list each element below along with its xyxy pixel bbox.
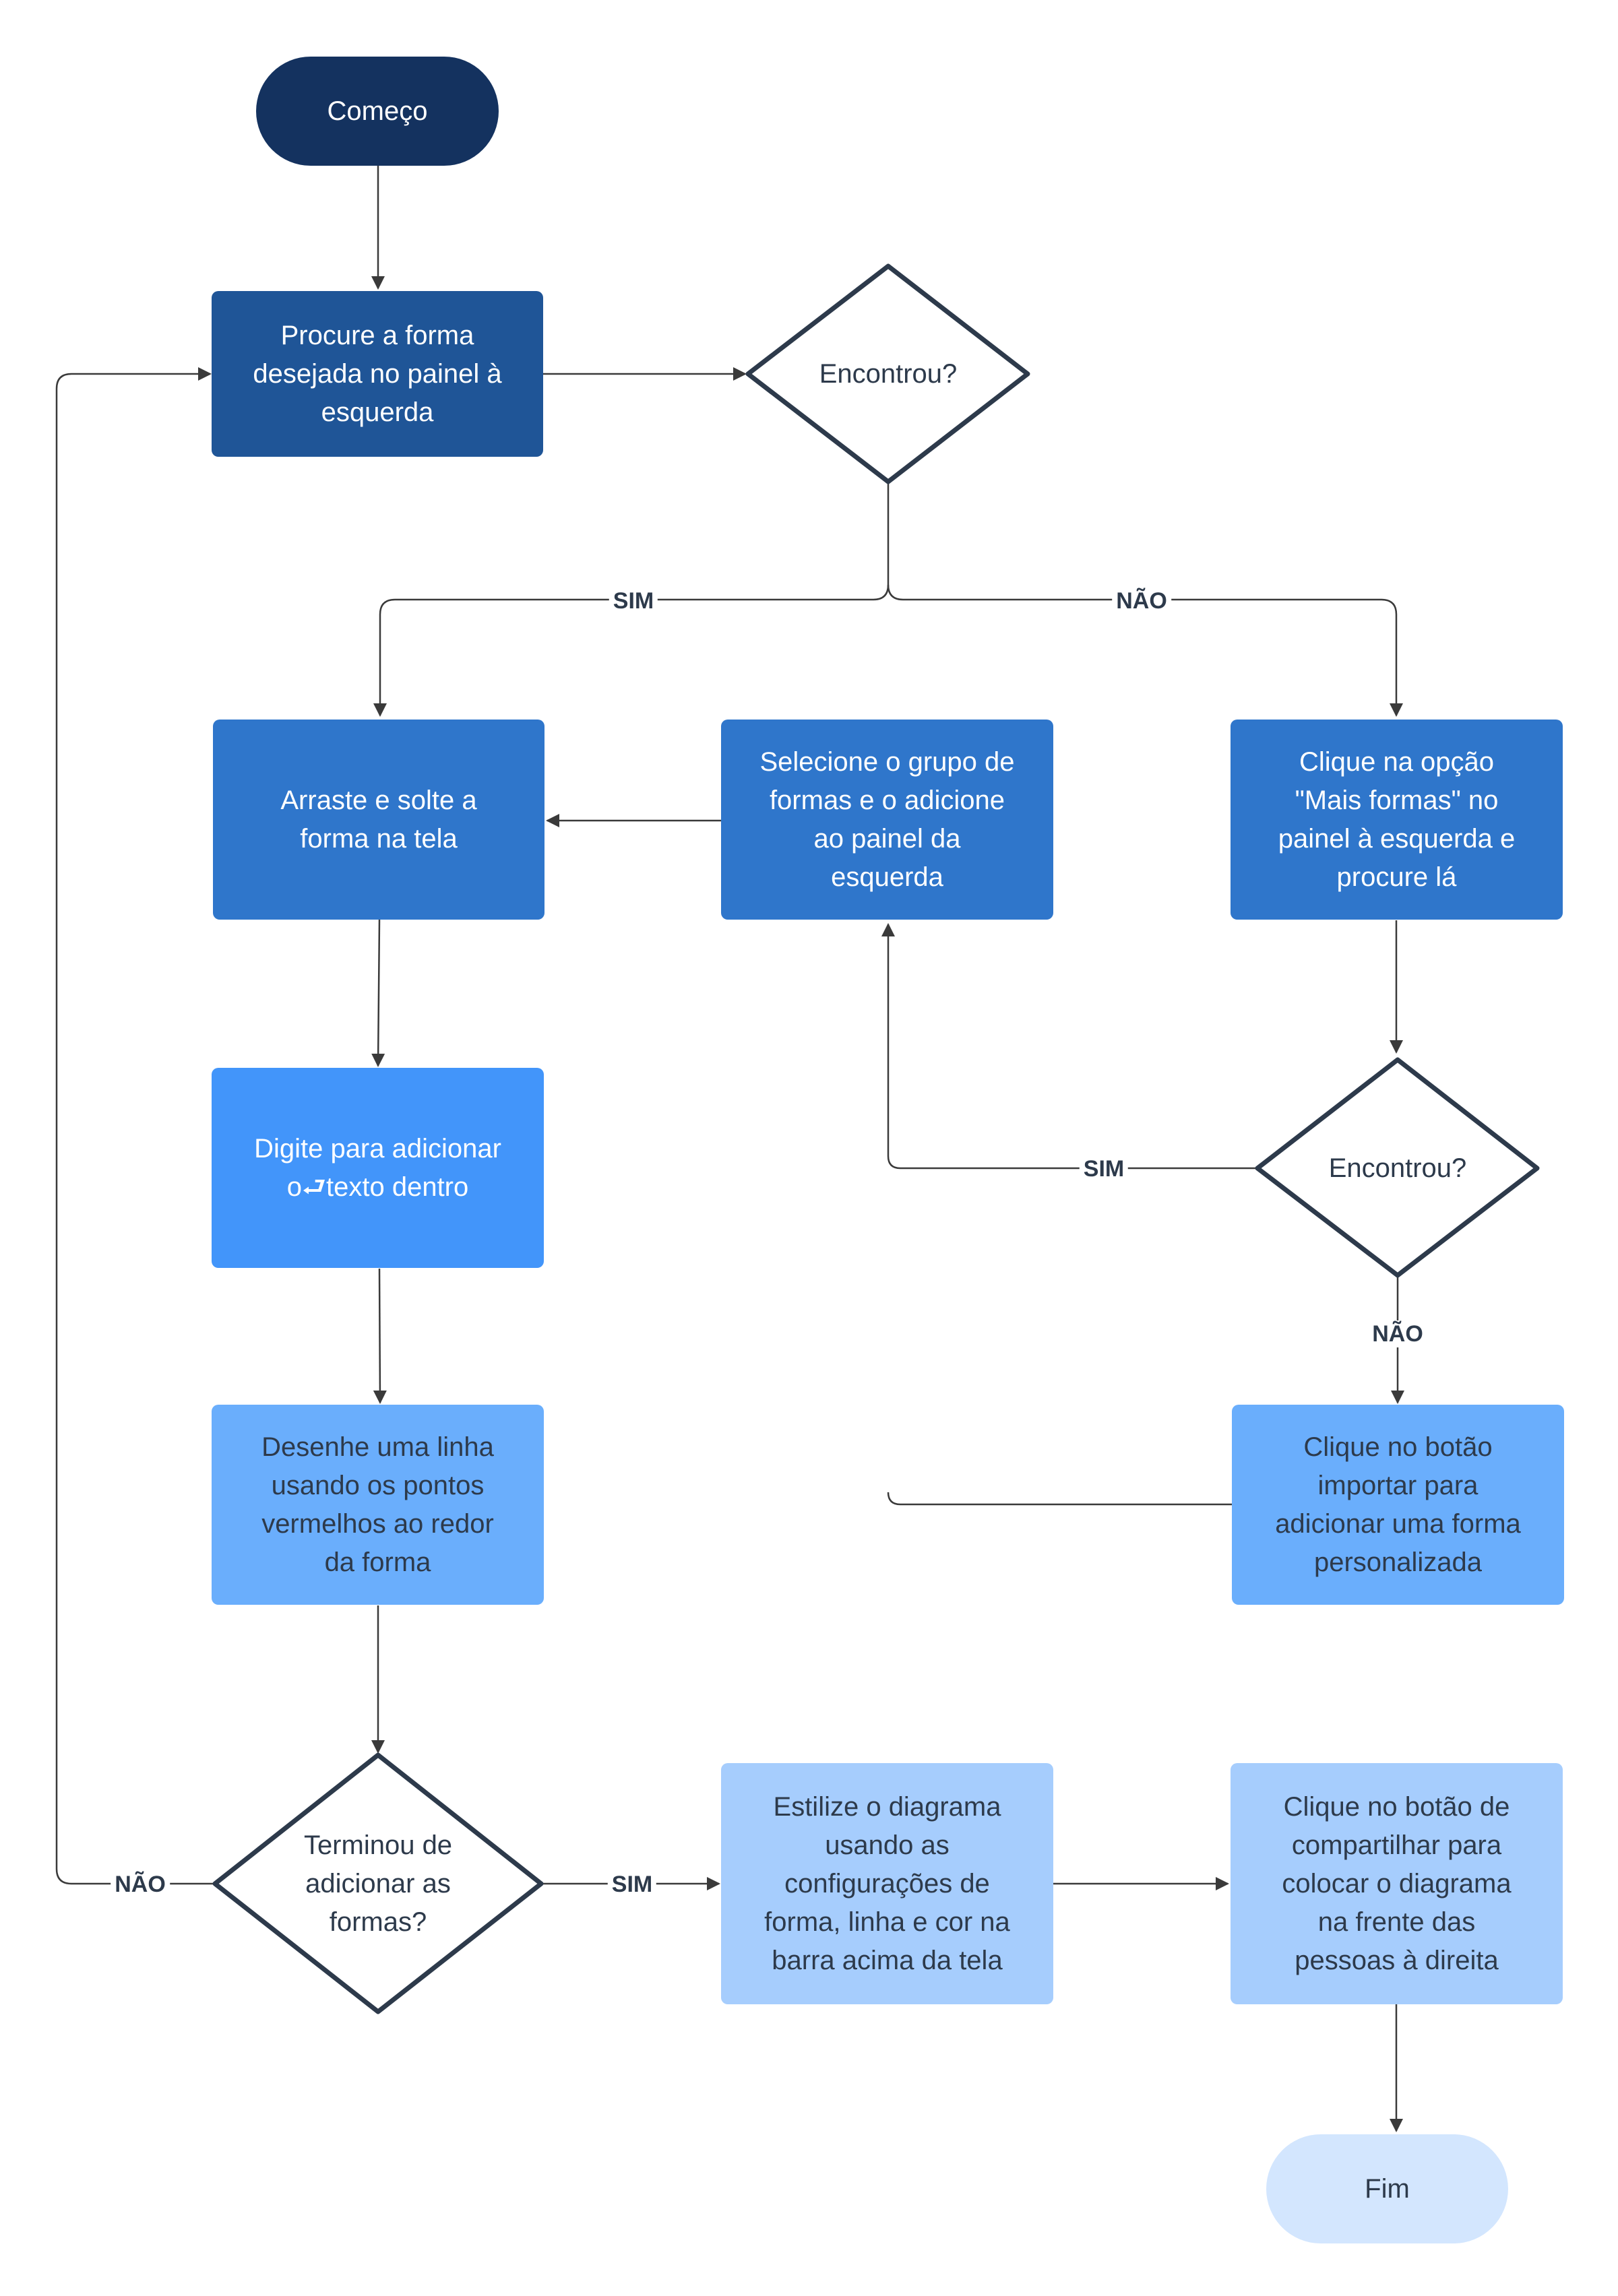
drag-drop-step: Arraste e solte a forma na tela (213, 720, 544, 920)
edge-label-found2-no: NÃO (1368, 1320, 1427, 1347)
style-diagram-step: Estilize o diagrama usando as configuraç… (721, 1763, 1053, 2004)
end-terminal: Fim (1266, 2134, 1508, 2243)
edge-label-found2-yes: SIM (1079, 1155, 1129, 1182)
select-group-step: Selecione o grupo de formas e o adicione… (721, 720, 1053, 920)
edge-label-found1-no: NÃO (1112, 587, 1171, 614)
edge-label-finished-yes: SIM (607, 1871, 657, 1898)
decision-diamond-finished (212, 1752, 544, 2014)
edge-label-finished-no: NÃO (111, 1871, 170, 1898)
more-shapes-step: Clique na opção "Mais formas" no painel … (1231, 720, 1563, 920)
decision-diamond-found-2 (1255, 1057, 1540, 1278)
decision-diamond-found-1 (745, 263, 1030, 484)
search-shape-step: Procure a forma desejada no painel à esq… (212, 291, 543, 457)
connector-drag-to-type (371, 919, 385, 1067)
connector-import-to-select (887, 1492, 1232, 1506)
draw-line-step: Desenhe uma linha usando os pontos verme… (212, 1405, 544, 1605)
found-1-label: Encontrou? (819, 358, 958, 389)
finished-label: Terminou de adicionar as formas? (303, 1830, 453, 1937)
connector-finished-no (55, 367, 215, 1885)
import-button-step: Clique no botão importar para adicionar … (1232, 1405, 1564, 1605)
connector-type-to-draw (373, 1268, 387, 1404)
connector-found1-no (887, 584, 1403, 717)
found-2-label: Encontrou? (1328, 1153, 1467, 1183)
start-terminal: Começo (256, 57, 499, 166)
connector-found2-yes (881, 923, 1257, 1170)
share-button-step: Clique no botão de compartilhar para col… (1231, 1763, 1563, 2004)
type-text-step: Digite para adicionar o⮐texto dentro (212, 1068, 544, 1268)
edge-label-found1-yes: SIM (609, 587, 658, 614)
